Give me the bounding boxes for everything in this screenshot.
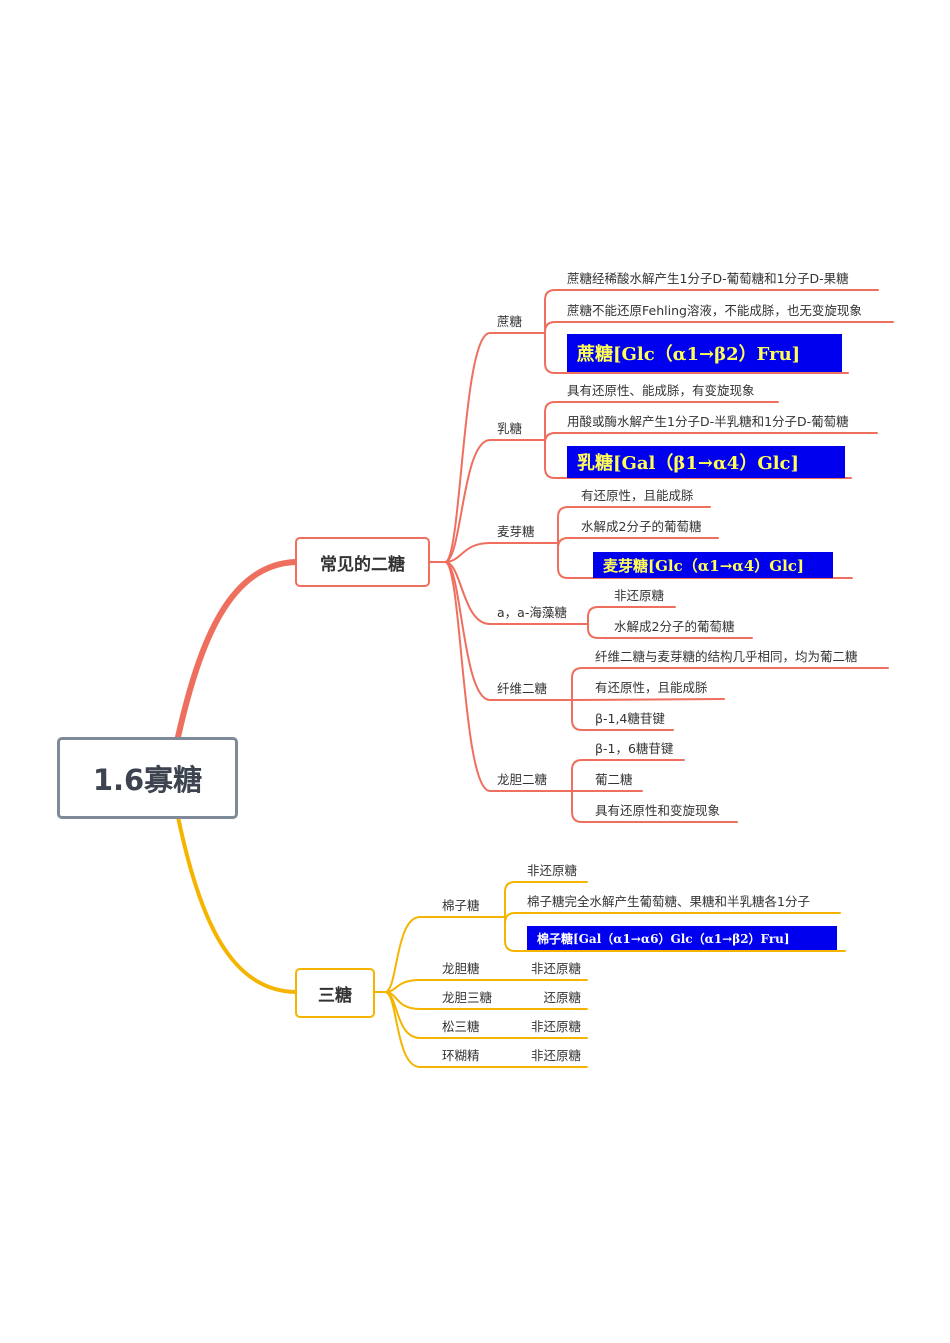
child-connector: [571, 759, 685, 792]
subtopic-label[interactable]: 蔗糖: [497, 314, 523, 329]
child-connector: [557, 537, 719, 549]
child-connector: [571, 667, 889, 701]
child-connector: [504, 881, 588, 918]
subtopic-connector: [429, 332, 546, 563]
detail-item[interactable]: 水解成2分子的葡萄糖: [614, 619, 735, 634]
subtopic-connector: [429, 561, 573, 701]
detail-item[interactable]: 非还原糖: [614, 588, 665, 603]
subtopic-label[interactable]: 棉子糖: [442, 898, 480, 913]
detail-item[interactable]: 水解成2分子的葡萄糖: [581, 519, 702, 534]
subtopic-label[interactable]: 环糊精: [442, 1048, 480, 1063]
child-connector: [504, 912, 841, 924]
formula-image: 棉子糖[Gal（α1→α6）Glc（α1→β2）Fru]: [527, 926, 837, 950]
subtopic-label[interactable]: 龙胆二糖: [497, 772, 548, 787]
detail-item[interactable]: 非还原糖: [530, 961, 581, 976]
topic-trisaccharides[interactable]: 三糖: [295, 968, 375, 1018]
topic-common-disaccharides[interactable]: 常见的二糖: [295, 537, 430, 587]
detail-item[interactable]: 非还原糖: [527, 863, 578, 878]
detail-item[interactable]: 葡二糖: [595, 772, 633, 787]
child-connector: [587, 606, 676, 625]
child-connector: [544, 439, 852, 479]
detail-item[interactable]: 非还原糖: [530, 1019, 581, 1034]
detail-item[interactable]: 纤维二糖与麦芽糖的结构几乎相同，均为葡二糖: [595, 649, 858, 664]
detail-item[interactable]: 具有还原性和变旋现象: [595, 803, 721, 818]
detail-item[interactable]: β-1,4糖苷键: [595, 711, 665, 726]
subtopic-label[interactable]: 松三糖: [442, 1019, 480, 1034]
child-connector: [571, 699, 674, 731]
subtopic-connector: [429, 439, 546, 563]
detail-item[interactable]: 蔗糖经稀酸水解产生1分子D-葡萄糖和1分子D-果糖: [567, 271, 849, 286]
formula-image: 麦芽糖[Glc（α1→α4）Glc]: [593, 552, 833, 578]
subtopic-connector: [429, 561, 573, 792]
detail-item[interactable]: 有还原性，且能成脎: [581, 488, 694, 503]
detail-item[interactable]: 非还原糖: [530, 1048, 581, 1063]
detail-item[interactable]: β-1，6糖苷键: [595, 741, 674, 756]
subtopic-label[interactable]: 麦芽糖: [497, 524, 535, 539]
subtopic-label[interactable]: 纤维二糖: [497, 681, 548, 696]
child-connector: [544, 432, 878, 444]
detail-item[interactable]: 棉子糖完全水解产生葡萄糖、果糖和半乳糖各1分子: [527, 894, 810, 909]
detail-item[interactable]: 还原糖: [543, 990, 581, 1005]
child-connector: [544, 332, 849, 374]
child-connector: [557, 506, 711, 544]
child-connector: [544, 321, 894, 334]
detail-item[interactable]: 用酸或酶水解产生1分子D-半乳糖和1分子D-葡萄糖: [567, 414, 849, 429]
formula-image: 乳糖[Gal（β1→α4）Glc]: [567, 446, 845, 478]
detail-item[interactable]: 蔗糖不能还原Fehling溶液，不能成脎，也无变旋现象: [567, 303, 862, 318]
child-connector: [504, 916, 846, 952]
subtopic-label[interactable]: a，a-海藻糖: [497, 605, 567, 620]
child-connector: [544, 401, 779, 441]
subtopic-label[interactable]: 龙胆三糖: [442, 990, 493, 1005]
child-connector: [544, 289, 879, 334]
subtopic-label[interactable]: 龙胆糖: [442, 961, 480, 976]
subtopic-label[interactable]: 乳糖: [497, 421, 523, 436]
child-connector: [571, 790, 738, 823]
root-topic[interactable]: 1.6寡糖: [57, 737, 238, 819]
detail-item[interactable]: 具有还原性、能成脎，有变旋现象: [567, 383, 755, 398]
child-connector: [587, 623, 753, 639]
branch-line-disaccharides: [175, 559, 298, 740]
child-connector: [557, 542, 853, 579]
detail-item[interactable]: 有还原性，且能成脎: [595, 680, 708, 695]
child-connector: [571, 698, 725, 701]
formula-image: 蔗糖[Glc（α1→β2）Fru]: [567, 334, 842, 372]
subtopic-connector: [374, 991, 588, 1068]
branch-line-trisaccharides: [176, 815, 297, 994]
